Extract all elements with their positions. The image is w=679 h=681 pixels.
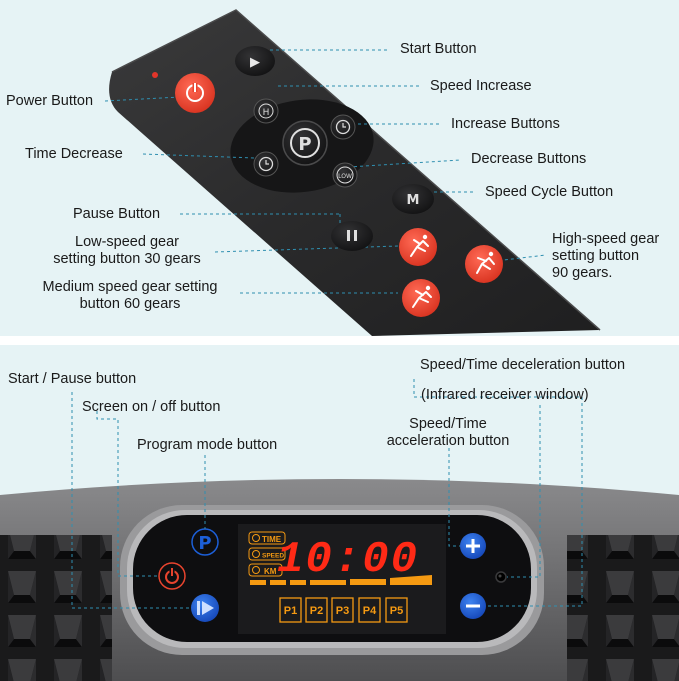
program-p2: P2	[305, 597, 328, 623]
label-start-button: Start Button	[400, 41, 477, 57]
power-button[interactable]	[175, 73, 215, 113]
label-high-speed-line2: setting button	[552, 248, 640, 264]
program-p3: P3	[331, 597, 354, 623]
speed-cycle-button[interactable]: M	[392, 184, 434, 214]
svg-text:P3: P3	[336, 605, 349, 617]
label-low-speed-line1: Low-speed gear	[75, 234, 179, 250]
pause-button[interactable]	[331, 221, 373, 251]
console-illustration: TIME SPEED KM 10:00 P1	[0, 379, 679, 681]
time-decrease-button[interactable]	[253, 151, 279, 177]
label-acceleration-line2: acceleration button	[386, 433, 510, 449]
start-button[interactable]: ▶	[235, 46, 275, 76]
program-p5: P5	[385, 597, 408, 623]
infrared-receiver-window	[495, 571, 507, 583]
svg-text:SPEED: SPEED	[262, 553, 284, 560]
label-decrease-buttons: Decrease Buttons	[471, 151, 587, 167]
speed-time-acceleration-button[interactable]	[460, 533, 486, 559]
runner-icon	[412, 290, 432, 308]
clock-down-icon	[258, 156, 274, 172]
svg-text:TIME: TIME	[262, 535, 282, 544]
time-increase-button[interactable]	[330, 114, 356, 140]
remote-illustration: ▶ H P	[104, 9, 601, 336]
label-high-speed-line3: 90 gears.	[552, 265, 613, 281]
label-acceleration-button: Speed/Time acceleration button	[375, 416, 521, 450]
label-medium-speed-gear: Medium speed gear setting button 60 gear…	[28, 279, 232, 313]
start-pause-button[interactable]	[191, 594, 219, 622]
label-screen-onoff-button: Screen on / off button	[82, 399, 221, 415]
label-pause-button: Pause Button	[73, 206, 161, 222]
svg-text:P4: P4	[363, 605, 377, 617]
minus-icon	[466, 604, 480, 608]
svg-text:KM: KM	[264, 567, 277, 576]
left-foot-pad	[0, 535, 112, 681]
label-start-pause-button: Start / Pause button	[8, 371, 137, 387]
screen-onoff-button[interactable]	[158, 562, 186, 590]
console-leader-lines	[71, 379, 583, 609]
indicator-led	[152, 72, 158, 78]
clock-up-icon	[335, 119, 351, 135]
program-icon: P	[298, 134, 311, 155]
low-speed-gear-button[interactable]	[399, 228, 437, 266]
label-power-button: Power Button	[6, 93, 94, 109]
play-pause-icon	[202, 601, 214, 615]
label-medium-speed-line2: button 60 gears	[79, 296, 181, 312]
m-icon: M	[407, 193, 420, 208]
label-increase-buttons: Increase Buttons	[451, 116, 560, 132]
label-time-decrease: Time Decrease	[25, 146, 123, 162]
low-icon: LOW	[338, 173, 352, 180]
mode-time-indicator: TIME	[248, 531, 286, 545]
label-high-speed-gear: High-speed gear setting button 90 gears.	[552, 231, 659, 282]
right-foot-pad	[567, 535, 679, 681]
label-speed-cycle-button: Speed Cycle Button	[485, 184, 614, 200]
label-high-speed-line1: High-speed gear	[552, 231, 660, 247]
time-readout: 10:00	[277, 535, 419, 585]
speed-time-deceleration-button[interactable]	[460, 593, 486, 619]
leader-lines	[104, 49, 547, 294]
medium-speed-gear-button[interactable]	[402, 279, 440, 317]
program-p4: P4	[358, 597, 381, 623]
pause-icon	[347, 230, 350, 241]
speed-decrease-button[interactable]: LOW	[332, 162, 358, 188]
speed-level-bar	[250, 575, 432, 585]
play-icon: ▶	[250, 55, 260, 70]
h-icon: H	[263, 108, 270, 118]
label-infrared-window: (Infrared receiver window)	[421, 387, 589, 403]
label-speed-increase: Speed Increase	[430, 78, 532, 94]
mode-speed-indicator: SPEED	[248, 547, 286, 561]
program-icon: P	[198, 533, 211, 554]
label-low-speed-gear: Low-speed gear setting button 30 gears	[42, 234, 212, 268]
console-diagram-panel: TIME SPEED KM 10:00 P1	[0, 345, 679, 681]
program-button[interactable]: P	[282, 120, 328, 166]
high-speed-gear-button[interactable]	[465, 245, 503, 283]
walker-icon	[410, 239, 429, 257]
program-mode-button[interactable]: P	[191, 528, 219, 556]
label-acceleration-line1: Speed/Time	[409, 416, 487, 432]
sprinter-icon	[476, 257, 495, 274]
label-low-speed-line2: setting button 30 gears	[53, 251, 201, 267]
label-program-mode-button: Program mode button	[137, 437, 278, 453]
speed-increase-button[interactable]: H	[253, 98, 279, 124]
program-p1: P1	[279, 597, 302, 623]
label-deceleration-button: Speed/Time deceleration button	[420, 357, 626, 373]
svg-text:P1: P1	[284, 605, 297, 617]
label-medium-speed-line1: Medium speed gear setting	[42, 279, 218, 295]
svg-text:P5: P5	[390, 605, 403, 617]
svg-text:P2: P2	[310, 605, 323, 617]
mode-km-indicator: KM	[248, 563, 283, 577]
remote-diagram-panel: ▶ H P	[0, 0, 679, 336]
